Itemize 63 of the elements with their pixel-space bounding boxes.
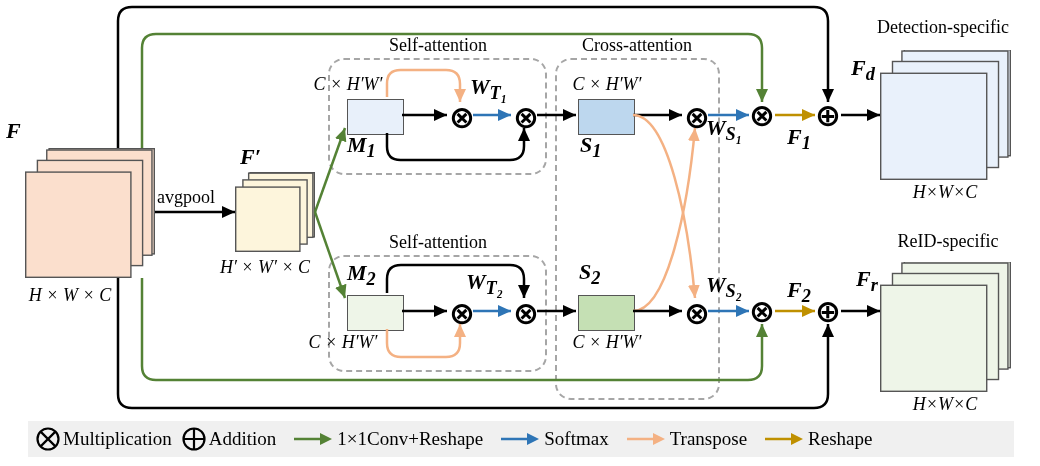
arrow bbox=[473, 305, 511, 317]
arrow bbox=[537, 109, 576, 121]
matrix-box bbox=[578, 295, 635, 331]
arrow bbox=[385, 324, 466, 359]
arrow bbox=[841, 109, 880, 121]
feature-map-label: F$_{r}$ bbox=[856, 268, 879, 297]
output-title: ReID-specific bbox=[896, 230, 1000, 252]
group-title: Self-attention bbox=[388, 34, 488, 56]
edge-label: F$_{1}$ bbox=[787, 126, 811, 155]
dimension-label: H × W × C bbox=[27, 284, 113, 306]
dimension-label: C × H′W′ bbox=[571, 331, 643, 353]
matrix-box bbox=[347, 99, 404, 135]
arrow bbox=[140, 32, 768, 148]
arrow bbox=[537, 305, 576, 317]
matrix-label: M$_{1}$ bbox=[347, 134, 377, 163]
arrow bbox=[708, 109, 749, 121]
dimension-label: H×W×C bbox=[911, 181, 979, 203]
arrow bbox=[155, 206, 235, 218]
arrow bbox=[140, 278, 768, 382]
legend-label: Reshape bbox=[808, 428, 873, 450]
edge-label: W$_{T₂}$ bbox=[466, 271, 504, 300]
feature-map-label: F bbox=[6, 120, 22, 142]
arrow bbox=[708, 305, 749, 317]
matrix-label: S$_{1}$ bbox=[580, 134, 603, 163]
dimension-label: H′ × W′ × C bbox=[218, 256, 312, 278]
output-title: Detection-specific bbox=[876, 16, 1010, 38]
arrow bbox=[473, 109, 511, 121]
arrow bbox=[402, 109, 447, 121]
feature-map-label: F$_{d}$ bbox=[851, 57, 876, 86]
matrix-box bbox=[578, 99, 635, 135]
dimension-label: C × H′W′ bbox=[307, 331, 379, 353]
dimension-label: H×W×C bbox=[911, 393, 979, 415]
arrow bbox=[775, 109, 815, 121]
arrow bbox=[841, 305, 880, 317]
arrow bbox=[385, 263, 530, 298]
legend-label: Softmax bbox=[544, 428, 609, 450]
edge-label: W$_{S₂}$ bbox=[706, 274, 743, 303]
group-title: Cross-attention bbox=[581, 34, 693, 56]
arrow bbox=[402, 305, 447, 317]
arrow bbox=[313, 127, 347, 213]
arrow bbox=[385, 68, 466, 102]
edge-label: avgpool bbox=[157, 186, 215, 208]
edge-label: F$_{2}$ bbox=[787, 279, 811, 308]
arrow bbox=[313, 211, 347, 299]
legend-label: 1×1Conv+Reshape bbox=[337, 428, 484, 450]
legend-label: Multiplication bbox=[63, 428, 172, 450]
dashed-group-outline bbox=[328, 58, 547, 175]
edge-label: W$_{T₁}$ bbox=[470, 76, 508, 105]
group-title: Self-attention bbox=[388, 231, 488, 253]
arrow bbox=[116, 5, 834, 148]
feature-map-label: F′ bbox=[240, 146, 262, 168]
matrix-box bbox=[347, 295, 404, 331]
legend-label: Addition bbox=[208, 428, 277, 450]
matrix-label: S$_{2}$ bbox=[579, 261, 602, 290]
arrow bbox=[633, 305, 682, 317]
dashed-group-outline bbox=[328, 255, 547, 372]
legend-label: Transpose bbox=[669, 428, 748, 450]
arrow bbox=[116, 278, 834, 410]
matrix-label: M$_{2}$ bbox=[347, 262, 377, 291]
arrow bbox=[385, 128, 530, 162]
dimension-label: C × H′W′ bbox=[571, 73, 643, 95]
dimension-label: C × H′W′ bbox=[312, 73, 384, 95]
arrow bbox=[775, 305, 815, 317]
